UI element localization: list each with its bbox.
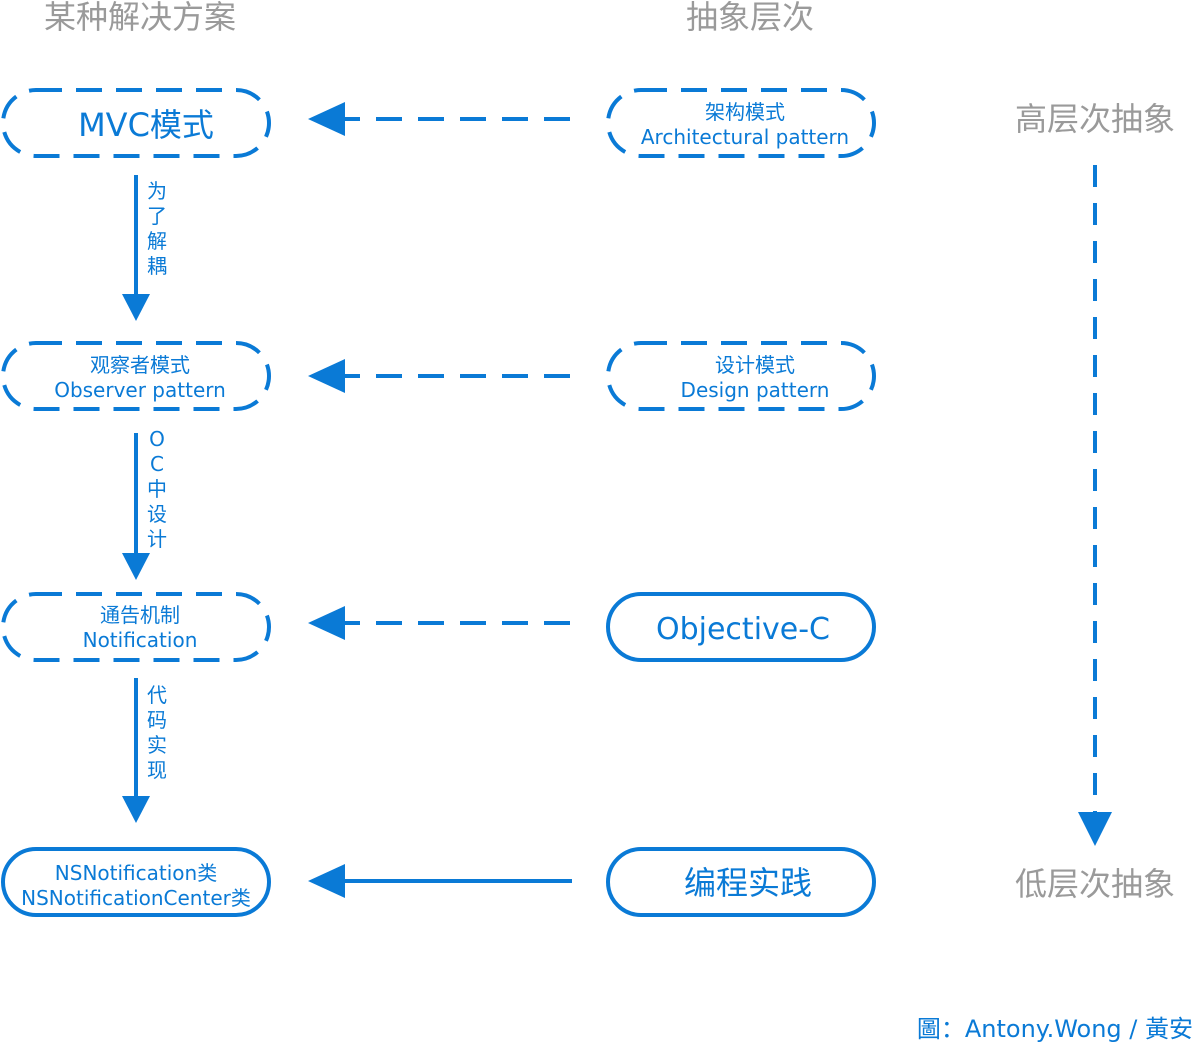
edge-label-char: 码: [147, 708, 167, 732]
edge-label-char: 计: [147, 527, 167, 551]
header-solutions: 某种解决方案: [44, 0, 236, 36]
node-mvc: MVC模式: [1, 88, 271, 158]
node-nsclasses-line2: NSNotificationCenter类: [21, 886, 251, 910]
edge-label-char: O: [149, 427, 165, 451]
edge-label-char: 实: [147, 733, 167, 757]
node-notification-line1: 通告机制: [100, 603, 180, 627]
level-low-label: 低层次抽象: [1015, 865, 1175, 903]
node-observer-line1: 观察者模式: [90, 353, 190, 377]
arrow-practice-to-nsclasses: [308, 864, 572, 898]
edge-label-char: 中: [147, 477, 167, 501]
node-nsclasses: NSNotification类 NSNotificationCenter类: [1, 847, 271, 917]
edge-label-char: 现: [147, 758, 167, 782]
arrow-architectural-to-mvc: [308, 102, 570, 136]
node-observer-line2: Observer pattern: [54, 378, 226, 402]
node-practice: 编程实践: [606, 847, 876, 917]
edge-label-char: 耦: [147, 254, 167, 278]
edge-label-code-impl: 代 码 实 现: [147, 683, 167, 782]
arrow-notification-to-nsclasses: [122, 678, 150, 823]
edge-label-char: 为: [147, 179, 167, 203]
arrow-observer-to-notification: [122, 433, 150, 580]
node-notification-line2: Notification: [83, 628, 198, 652]
level-high-label: 高层次抽象: [1015, 100, 1175, 138]
node-design-line1: 设计模式: [715, 353, 795, 377]
abstraction-axis-arrowhead: [1078, 812, 1112, 846]
node-nsclasses-line1: NSNotification类: [55, 861, 217, 885]
edge-label-char: 了: [147, 204, 167, 228]
arrow-objc-to-notification: [308, 606, 570, 640]
node-architectural: 架构模式 Architectural pattern: [606, 88, 876, 158]
edge-label-oc-design: O C 中 设 计: [147, 427, 167, 551]
node-design-line2: Design pattern: [681, 378, 830, 402]
node-objc: Objective-C: [606, 592, 876, 662]
edge-label-char: 代: [147, 683, 167, 707]
edge-label-char: 解: [147, 229, 167, 253]
edge-label-decouple: 为 了 解 耦: [147, 179, 167, 278]
node-notification: 通告机制 Notification: [1, 592, 271, 662]
node-practice-label: 编程实践: [684, 864, 812, 902]
node-objc-label: Objective-C: [656, 612, 830, 647]
node-design: 设计模式 Design pattern: [606, 341, 876, 411]
node-mvc-label: MVC模式: [78, 106, 214, 144]
arrow-mvc-to-observer: [122, 175, 150, 321]
edge-label-char: C: [150, 452, 164, 476]
edge-label-char: 设: [147, 502, 167, 526]
credit-text: 圖：Antony.Wong / 黃安: [917, 1015, 1193, 1043]
header-abstraction: 抽象层次: [686, 0, 814, 36]
node-architectural-line2: Architectural pattern: [641, 125, 849, 149]
node-observer: 观察者模式 Observer pattern: [1, 341, 271, 411]
node-architectural-line1: 架构模式: [705, 100, 785, 124]
arrow-design-to-observer: [308, 359, 570, 393]
